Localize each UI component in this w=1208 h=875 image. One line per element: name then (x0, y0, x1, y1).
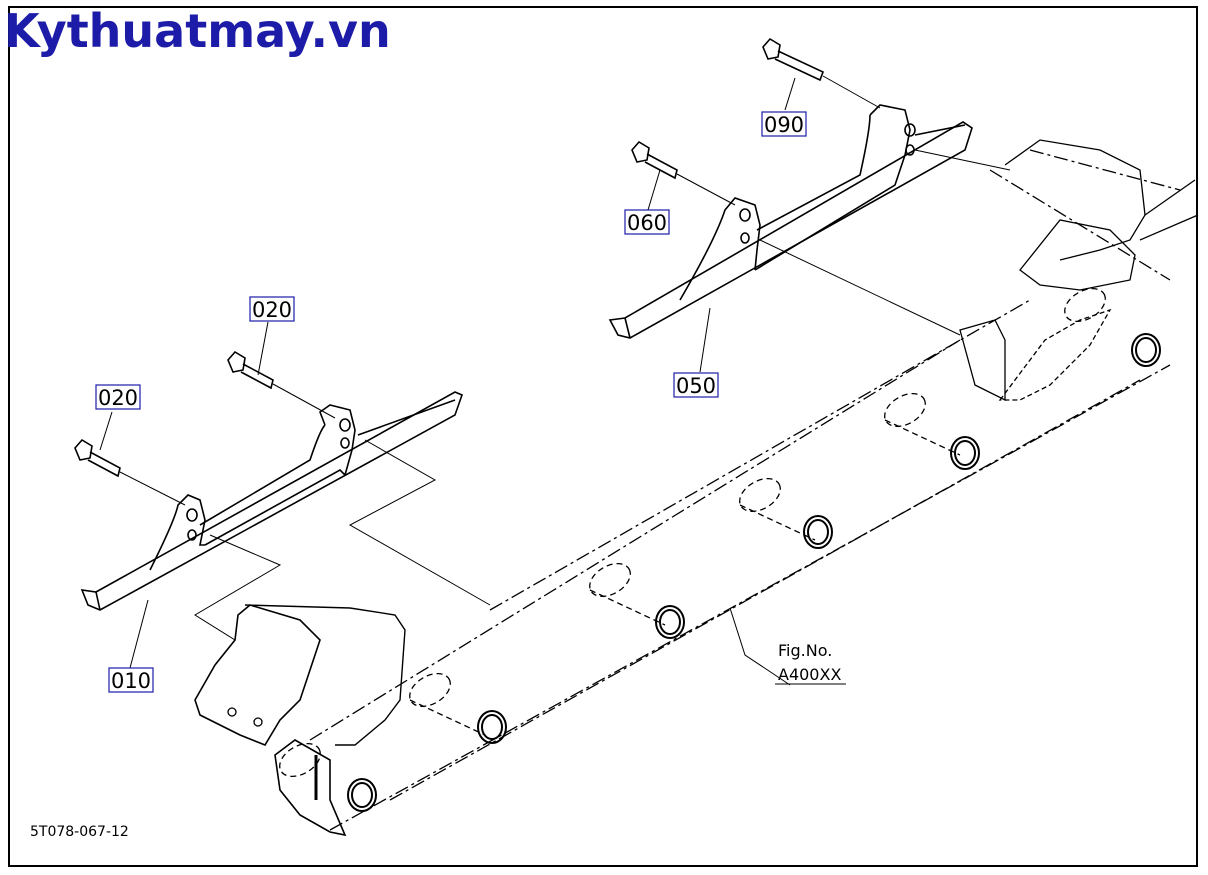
callout-labels: 090 060 050 020 020 010 (95, 111, 807, 693)
figure-reference: Fig.No. A400XX (775, 641, 846, 685)
leader-lines (99, 77, 796, 686)
cross-tubes (279, 287, 1106, 778)
callout-090: 090 (764, 113, 804, 137)
fig-no-label: Fig.No. (778, 641, 832, 660)
drawing-code: 5T078-067-12 (30, 824, 129, 840)
callout-050: 050 (676, 374, 716, 398)
fig-no-value: A400XX (778, 665, 841, 684)
frame-outline (309, 149, 1181, 831)
skid-010 (80, 391, 464, 611)
tube-ends (347, 333, 1161, 812)
callout-010: 010 (111, 669, 151, 693)
assembly-lines (119, 75, 1011, 641)
left-end-plate (194, 604, 406, 837)
bolt-icon (74, 37, 825, 478)
callout-020-upper: 020 (252, 298, 292, 322)
callout-020-lower: 020 (98, 386, 138, 410)
watermark-logo: Kythuatmay.vn (4, 4, 391, 58)
right-end-plate (959, 139, 1199, 402)
drawing-frame (8, 6, 1198, 867)
callout-060: 060 (627, 211, 667, 235)
